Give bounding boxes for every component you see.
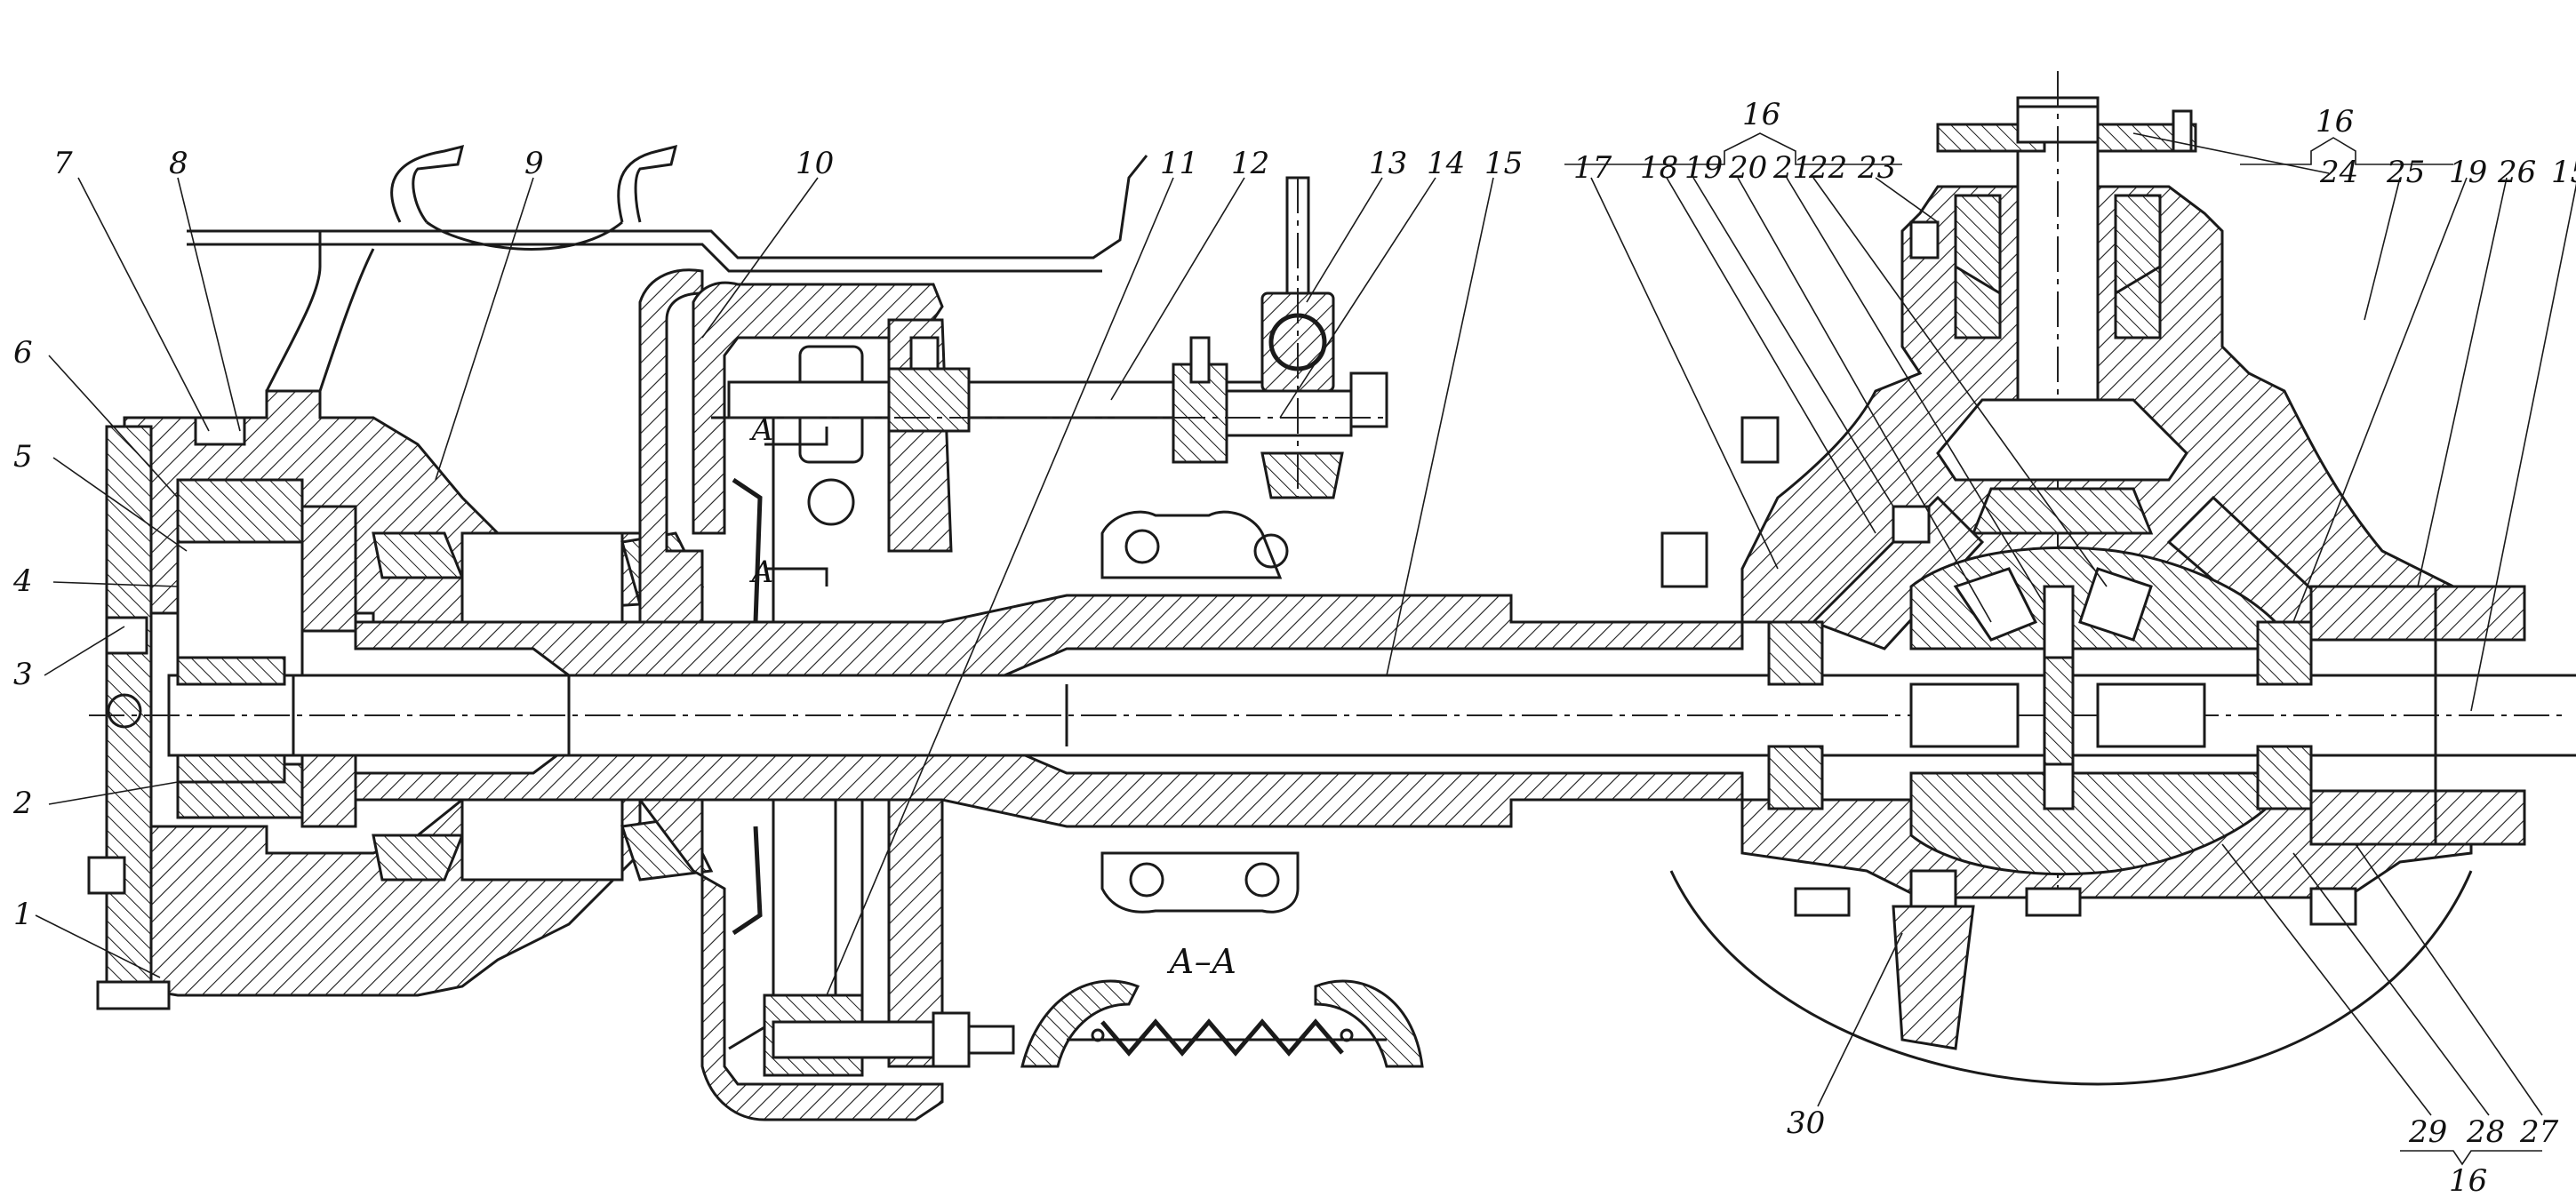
callout-28: 28 [2466, 1114, 2505, 1150]
callout-5: 5 [13, 439, 33, 475]
callout-17: 17 [1573, 150, 1612, 186]
callout-20: 20 [1728, 150, 1767, 186]
callout-6: 6 [13, 335, 33, 371]
callout-labels: 7 8 9 10 11 12 13 14 15 17 18 19 20 21 2… [12, 97, 2576, 1197]
section-title: А–А [1166, 942, 1237, 981]
callout-22: 22 [1808, 150, 1847, 186]
group-label-16-bottom: 16 [2449, 1163, 2487, 1197]
section-marker: А А А–А [749, 412, 1237, 981]
section-marker-a-top: А [749, 412, 774, 448]
callout-10: 10 [796, 146, 834, 181]
leader-lines [35, 132, 2576, 1166]
section-a-a-detail [1020, 979, 1424, 1068]
callout-24: 24 [2319, 155, 2358, 190]
callout-12: 12 [1231, 146, 1269, 181]
group-label-16-right: 16 [2316, 104, 2354, 140]
callout-15-left: 15 [1484, 146, 1523, 181]
callout-3: 3 [13, 657, 33, 692]
callout-19-right: 19 [2449, 155, 2487, 190]
callout-15-right: 15 [2551, 155, 2576, 190]
callout-7: 7 [53, 146, 73, 181]
callout-9: 9 [524, 146, 544, 181]
final-drive-housing [87, 144, 1148, 1010]
callout-23: 23 [1857, 150, 1896, 186]
callout-13: 13 [1369, 146, 1407, 181]
brake-linkage [727, 176, 1388, 499]
group-label-16-left: 16 [1742, 97, 1780, 132]
callout-4: 4 [12, 563, 33, 599]
callout-27: 27 [2519, 1114, 2559, 1150]
callout-8: 8 [169, 146, 188, 181]
section-marker-a-bottom: А [749, 555, 774, 590]
callout-19: 19 [1684, 150, 1723, 186]
callout-11: 11 [1160, 146, 1198, 181]
callout-26: 26 [2497, 155, 2536, 190]
callout-30: 30 [1787, 1105, 1825, 1141]
differential-housing [1660, 71, 2526, 1086]
callout-21: 21 [1772, 150, 1812, 186]
callout-18: 18 [1640, 150, 1678, 186]
callout-29: 29 [2408, 1114, 2447, 1150]
callout-14: 14 [1427, 146, 1465, 181]
callout-1: 1 [13, 897, 33, 932]
callout-25: 25 [2386, 155, 2425, 190]
callout-2: 2 [12, 786, 33, 821]
